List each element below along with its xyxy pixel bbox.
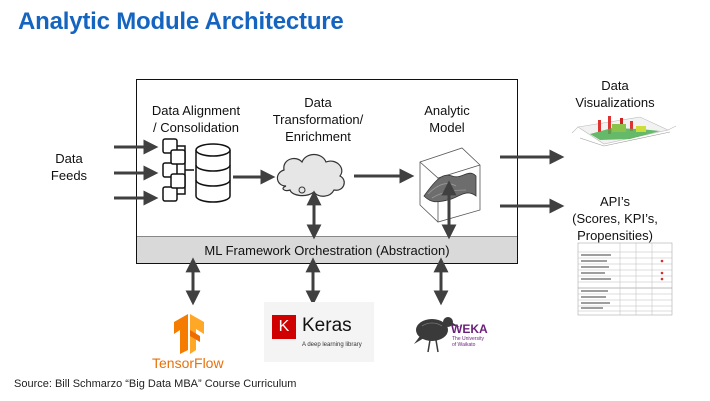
- source-citation: Source: Bill Schmarzo “Big Data MBA” Cou…: [14, 378, 297, 390]
- api-table-thumbnail: [577, 242, 673, 316]
- analytic-model-line-1: Analytic: [424, 103, 470, 118]
- alignment-line-1: Data Alignment: [151, 103, 241, 118]
- visualizations-line-1: Data: [601, 78, 629, 93]
- keras-logo: K Keras A deep learning library: [264, 302, 374, 362]
- transformation-line-2: Transformation/: [272, 112, 364, 127]
- visualizations-label: Data Visualizations: [560, 77, 670, 111]
- transformation-line-3: Enrichment: [285, 129, 351, 144]
- weka-tagline-line-2: of Waikato: [452, 342, 476, 348]
- transformation-line-1: Data: [304, 95, 332, 110]
- apis-label: API’s (Scores, KPI’s, Propensities): [560, 193, 670, 244]
- alignment-line-2: / Consolidation: [153, 120, 239, 135]
- alignment-label: Data Alignment / Consolidation: [140, 102, 252, 136]
- analytic-model-line-2: Model: [429, 120, 465, 135]
- keras-tagline: A deep learning library: [302, 342, 362, 348]
- tensorflow-logo-icon: [174, 314, 204, 354]
- weka-logo-text: WEKA: [451, 322, 488, 336]
- data-feeds-label: Data Feeds: [44, 150, 94, 184]
- data-feeds-line-1: Data: [55, 151, 83, 166]
- weka-tagline: The University of Waikato: [452, 336, 484, 348]
- keras-logo-text: Keras: [302, 315, 352, 336]
- consolidation-icon: [162, 138, 231, 203]
- tensorflow-logo-text: TensorFlow: [152, 355, 224, 371]
- transformation-label: Data Transformation/ Enrichment: [258, 94, 378, 145]
- weka-bird-icon: [414, 317, 460, 353]
- visualization-thumbnail: [571, 116, 677, 147]
- apis-line-2: (Scores, KPI’s,: [572, 211, 658, 226]
- keras-k-icon: K: [272, 315, 296, 339]
- data-feed-arrows: [114, 139, 159, 206]
- data-feeds-line-2: Feeds: [50, 168, 88, 183]
- visualizations-line-2: Visualizations: [575, 95, 655, 110]
- transformation-cloud-icon: [276, 153, 345, 197]
- slide-title: Analytic Module Architecture: [18, 8, 344, 35]
- analytic-model-label: Analytic Model: [408, 102, 486, 136]
- weka-tagline-line-1: The University: [452, 336, 484, 342]
- apis-line-1: API’s: [599, 194, 631, 209]
- apis-line-3: Propensities): [577, 228, 653, 243]
